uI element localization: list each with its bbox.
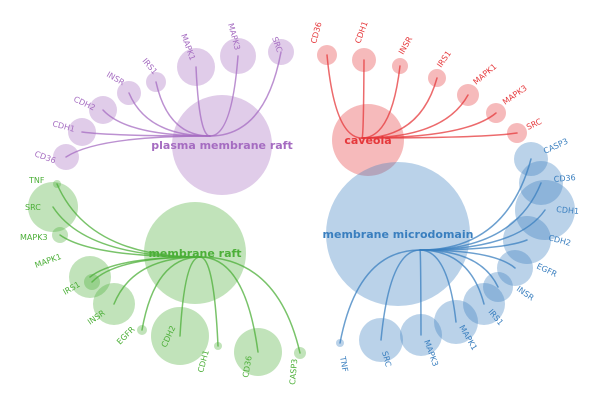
caveola-mapk1-label: MAPK1 [472, 62, 499, 87]
micro-src-label: SRC [380, 350, 393, 368]
plasma-src-edge [209, 51, 282, 137]
caveola-src-edge [361, 132, 518, 139]
plasma-cd36-label: CD36 [33, 149, 57, 165]
plasma-irs1-edge [155, 81, 211, 137]
raft-egfr-label: EGFR [115, 325, 137, 347]
caveola-insr-label: INSR [397, 35, 415, 56]
caveola-mapk3-label: MAPK3 [501, 83, 529, 106]
plasma-hub-bubble [172, 95, 272, 195]
plasma-cdh1-label: CDH1 [51, 119, 75, 134]
raft-cd36-label: CD36 [241, 355, 254, 378]
raft-mapk1-label: MAPK1 [34, 252, 63, 270]
raft-cdh2-edge [179, 256, 201, 337]
micro-cdh2-label: CDH2 [547, 233, 571, 248]
caveola-cdh1-label: CDH1 [353, 20, 369, 45]
raft-hub-bubble [144, 202, 246, 304]
raft-hub-label: membrane raft [148, 247, 241, 260]
plasma-cdh2-label: CDH2 [72, 95, 97, 113]
micro-tnf-label: TNF [338, 355, 350, 373]
caveola-irs1-label: IRS1 [435, 49, 453, 69]
micro-cdh1-label: CDH1 [556, 205, 580, 216]
raft-tnf-label: TNF [28, 176, 45, 185]
micro-tnf-edge [339, 249, 421, 344]
raft-egfr-edge [141, 256, 201, 331]
caveola-src-label: SRC [525, 117, 544, 132]
raft-casp3-label: CASP3 [288, 358, 299, 385]
raft-src-label: SRC [25, 203, 41, 212]
micro-mapk1-edge [419, 249, 457, 323]
plasma-hub-label: plasma membrane raft [151, 139, 292, 152]
caveola-cd36-edge [326, 54, 363, 139]
micro-hub-bubble [326, 162, 470, 306]
bubble-layer [28, 38, 575, 376]
micro-hub-label: membrane microdomain [323, 228, 474, 241]
plasma-mapk1-edge [195, 66, 211, 137]
caveola-cd36-label: CD36 [309, 21, 323, 45]
raft-casp3-edge [199, 256, 301, 354]
micro-egfr-label: EGFR [535, 262, 559, 279]
micro-cd36-label: CD36 [553, 173, 576, 184]
micro-casp3-label: CASP3 [542, 137, 569, 156]
raft-mapk3-label: MAPK3 [20, 233, 48, 242]
micro-irs1-edge [419, 249, 485, 305]
caveola-hub-label: caveola [344, 134, 391, 147]
micro-insr-label: INSR [515, 284, 536, 303]
edge-layer [52, 51, 546, 354]
